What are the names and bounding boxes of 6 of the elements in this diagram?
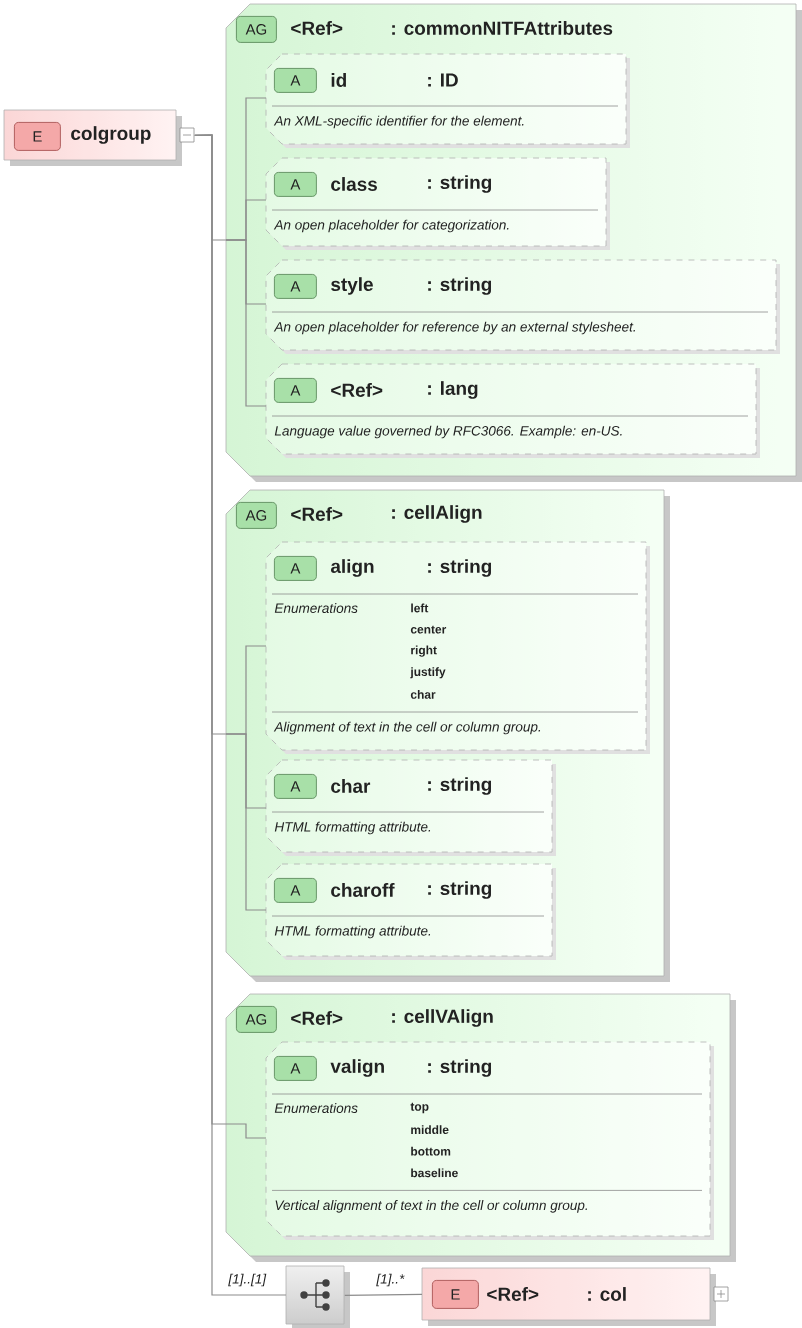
connector-line bbox=[344, 1293, 423, 1296]
connector-line bbox=[225, 733, 267, 911]
sequence-box bbox=[285, 1265, 350, 1328]
connector-line bbox=[194, 134, 287, 1296]
connector-line bbox=[225, 239, 267, 407]
connector-line bbox=[225, 1123, 267, 1139]
